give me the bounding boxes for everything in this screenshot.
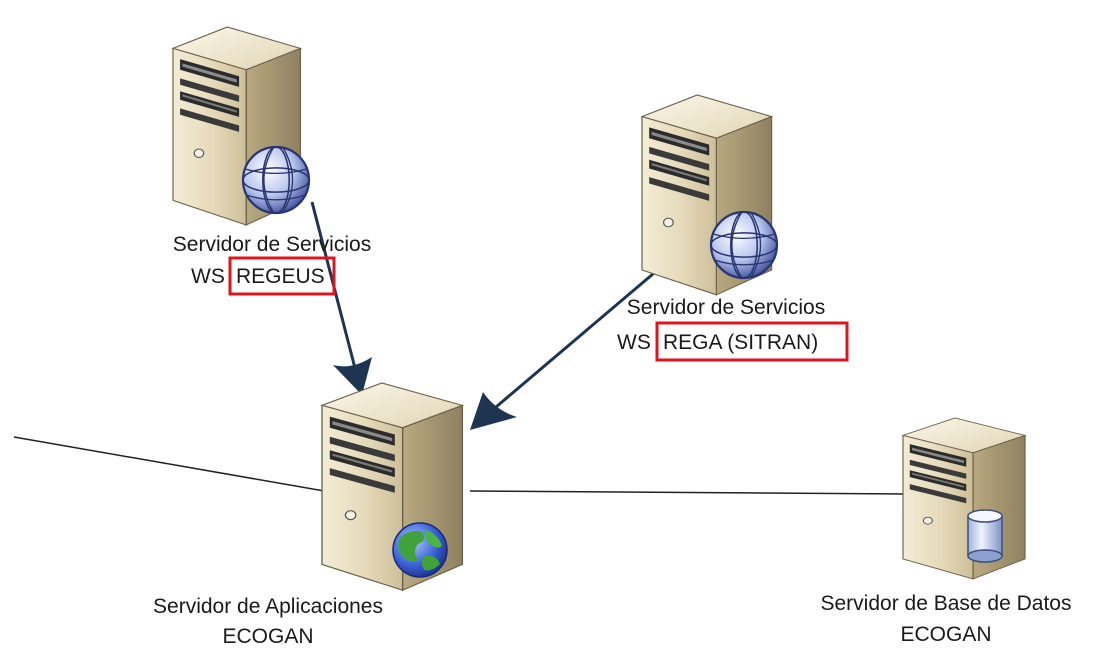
node-label-line2: ECOGAN xyxy=(222,625,313,648)
database-icon xyxy=(967,509,1003,563)
node-label-prefix: WS xyxy=(617,331,651,354)
node-label-prefix: WS xyxy=(191,265,225,288)
arrow-regeus-to-app-head xyxy=(333,357,372,395)
highlight-box xyxy=(655,321,849,362)
node-label-highlight: REGA (SITRAN) xyxy=(663,331,818,354)
node-label-line1: Servidor de Servicios xyxy=(173,233,371,256)
connector-left-offscreen xyxy=(13,436,331,493)
node-label-highlight: REGEUS xyxy=(236,265,325,288)
server-rega: Servidor de Servicios WS REGA (SITRAN) xyxy=(617,94,849,362)
server-regeus: Servidor de Servicios WS REGEUS xyxy=(172,26,371,296)
node-label-line1: Servidor de Servicios xyxy=(627,296,825,319)
highlight-box xyxy=(228,256,336,296)
server-tower-icon xyxy=(902,417,1026,580)
arrow-rega-to-app-head xyxy=(470,392,517,430)
node-label-line2: ECOGAN xyxy=(900,623,991,646)
node-label-line1: Servidor de Aplicaciones xyxy=(153,595,383,618)
server-app: Servidor de Aplicaciones ECOGAN xyxy=(153,382,464,648)
arrow-rega-to-app xyxy=(495,266,661,409)
node-label-line1: Servidor de Base de Datos xyxy=(821,592,1072,615)
web-globe-icon xyxy=(709,210,779,280)
earth-globe-icon xyxy=(392,522,448,578)
server-db: Servidor de Base de Datos ECOGAN xyxy=(821,417,1072,646)
connector-app-to-db xyxy=(469,490,906,495)
web-globe-icon xyxy=(241,145,311,215)
